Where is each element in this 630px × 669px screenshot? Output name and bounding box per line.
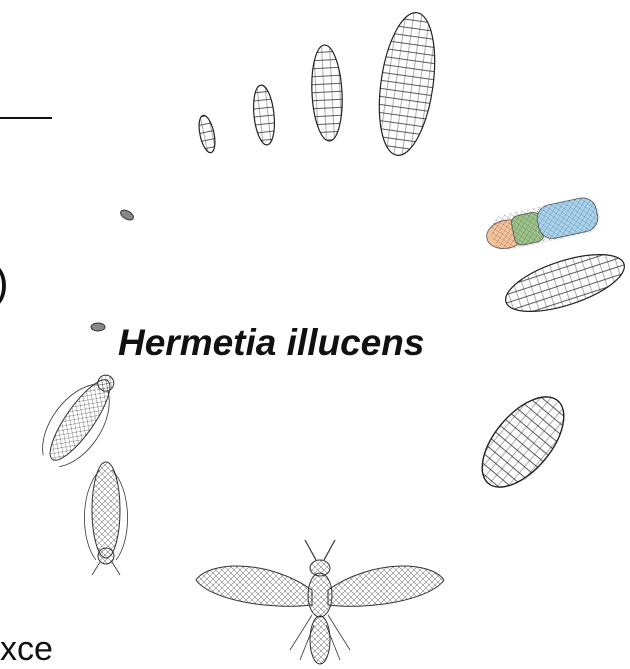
mating-pair — [31, 363, 130, 575]
larva-mature — [499, 243, 630, 323]
egg-upper — [119, 208, 135, 222]
larva-instar-3 — [310, 44, 345, 141]
larva-segmented-model — [483, 195, 603, 254]
egg-lower — [91, 323, 105, 331]
larva-instar-1 — [196, 114, 218, 154]
larva-instar-4 — [371, 9, 443, 159]
pupa — [467, 383, 579, 502]
adult-fly — [196, 540, 444, 664]
larva-instar-2 — [251, 84, 277, 146]
